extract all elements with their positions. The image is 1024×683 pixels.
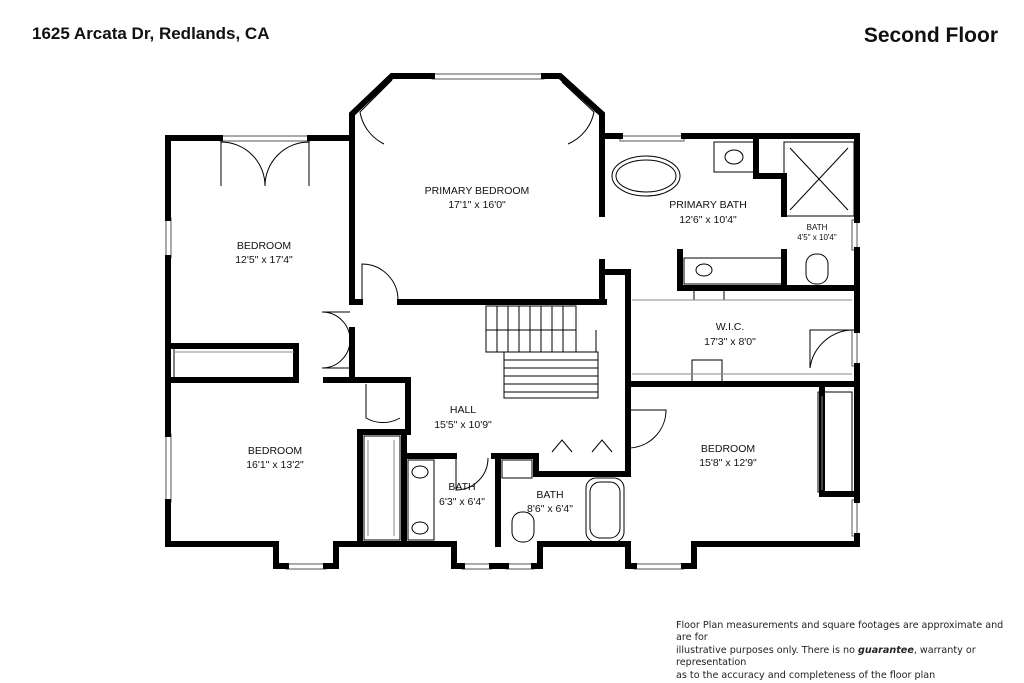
room-name-bath-small: BATH (807, 223, 828, 232)
room-dims-bath-b: 8'6" x 6'4" (527, 503, 573, 515)
doors (220, 79, 855, 491)
disclaimer-line-2a: illustrative purposes only. There is no (676, 644, 859, 656)
room-name-bedroom-se: BEDROOM (701, 443, 755, 455)
disclaimer-line-3: as to the accuracy and completeness of t… (676, 669, 936, 681)
room-name-bedroom-nw: BEDROOM (237, 240, 291, 252)
room-name-hall: HALL (450, 404, 476, 416)
room-dims-bedroom-se: 15'8" x 12'9" (699, 457, 757, 469)
disclaimer-line-2c: , warranty or representation (676, 644, 976, 669)
fixtures (173, 141, 855, 543)
interior-walls (165, 133, 860, 547)
floor-label: Second Floor (863, 24, 998, 47)
disclaimer-text: Floor Plan measurements and square foota… (676, 620, 1012, 682)
room-labels: PRIMARY BEDROOM 17'1" x 16'0" BEDROOM 12… (235, 185, 837, 515)
room-dims-hall: 15'5" x 10'9" (434, 419, 492, 431)
disclaimer-line-1: Floor Plan measurements and square foota… (676, 620, 1004, 644)
room-dims-bath-a: 6'3" x 6'4" (439, 496, 485, 508)
room-name-bath-b: BATH (536, 489, 563, 501)
room-dims-bedroom-nw: 12'5" x 17'4" (235, 254, 293, 266)
room-name-primary-bath: PRIMARY BATH (669, 199, 747, 211)
room-name-bath-a: BATH (448, 481, 475, 493)
room-name-bedroom-sw: BEDROOM (248, 445, 302, 457)
room-dims-primary-bedroom: 17'1" x 16'0" (448, 199, 506, 211)
staircase (485, 305, 599, 399)
room-dims-wic: 17'3" x 8'0" (704, 336, 756, 348)
disclaimer-guarantee: guarantee (858, 644, 914, 656)
room-dims-bedroom-sw: 16'1" x 13'2" (246, 459, 304, 471)
room-dims-bath-small: 4'5" x 10'4" (797, 233, 837, 242)
room-dims-primary-bath: 12'6" x 10'4" (679, 214, 737, 226)
property-address: 1625 Arcata Dr, Redlands, CA (32, 24, 270, 43)
room-name-wic: W.I.C. (716, 321, 745, 333)
room-name-primary-bedroom: PRIMARY BEDROOM (425, 185, 530, 197)
disclaimer-line-2: illustrative purposes only. There is no … (676, 645, 1012, 670)
